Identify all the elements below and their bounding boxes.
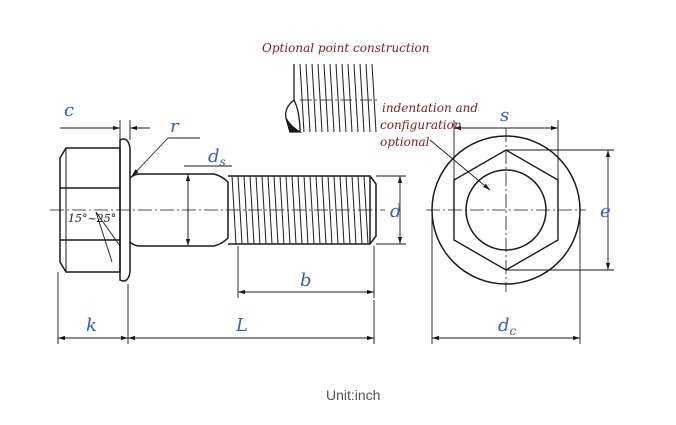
end-dimensions [429, 120, 614, 344]
optional-point-detail [285, 63, 378, 133]
thread-line [329, 63, 335, 133]
thread-line [317, 63, 323, 133]
angle-label: 15°~25° [68, 212, 116, 225]
thread-line [347, 63, 353, 133]
thread-line [305, 63, 311, 133]
dim-b-label: b [300, 270, 312, 291]
thread-line [327, 175, 333, 245]
detail-thread-lines [299, 63, 377, 133]
dim-k-label: k [86, 315, 97, 336]
thread-line [261, 175, 267, 245]
dim-e-label: e [600, 201, 611, 222]
bolt-end-view [426, 128, 586, 292]
dim-s-label: s [500, 105, 509, 126]
thread-line [365, 63, 371, 133]
thread-line [371, 63, 377, 133]
thread-line [309, 175, 315, 245]
dim-r-label: r [170, 116, 180, 137]
thread-line [335, 63, 341, 133]
thread-line [311, 63, 317, 133]
dim-dc-label: dc [498, 315, 517, 338]
indentation-label-1: indentation and [382, 101, 478, 115]
thread-line [243, 175, 249, 245]
thread-line [323, 63, 329, 133]
flange [119, 138, 131, 282]
dim-c-label: c [64, 100, 74, 121]
side-dimensions [57, 120, 406, 344]
thread-line [353, 63, 359, 133]
dim-L-label: L [235, 315, 248, 336]
dim-d-label: d [390, 201, 402, 222]
optional-point-label: Optional point construction [262, 41, 430, 55]
dim-ds-label: ds [208, 146, 226, 169]
indentation-label-3: optional [380, 135, 430, 149]
thread-line [359, 63, 365, 133]
unit-label: Unit:inch [326, 387, 380, 403]
thread-line [341, 63, 347, 133]
thread-line [299, 63, 305, 133]
indentation-label-2: configuration [380, 118, 462, 132]
